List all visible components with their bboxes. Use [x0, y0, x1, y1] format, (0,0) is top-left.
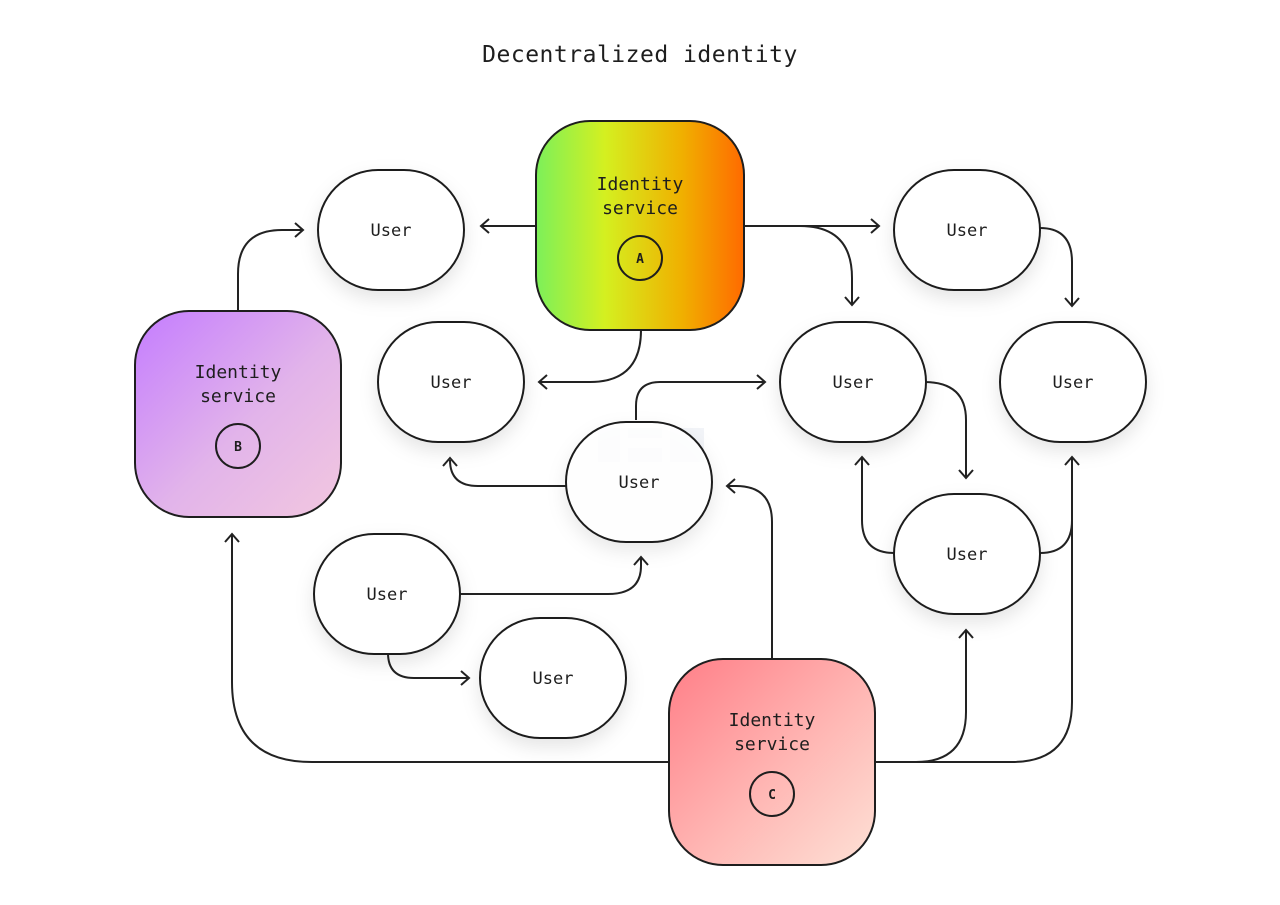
- service-c-badge-letter: C: [768, 788, 776, 803]
- arrowhead: [958, 469, 974, 480]
- edge-c-to-b: [231, 535, 670, 763]
- edge-b-to-user-1: [237, 229, 302, 311]
- edge-c-to-user-6: [874, 520, 1073, 763]
- edge-user-4-to-user-5: [635, 381, 764, 420]
- arrowhead: [854, 455, 870, 466]
- user-node-3[interactable]: User: [377, 321, 525, 443]
- user-label: User: [947, 545, 988, 565]
- user-label: User: [833, 373, 874, 393]
- arrowhead: [756, 374, 767, 390]
- edge-a-to-user-3: [540, 329, 642, 383]
- user-node-4[interactable]: User: [565, 421, 713, 543]
- service-b-line1: Identity: [195, 362, 282, 383]
- edge-user-8-to-user-9: [387, 652, 468, 679]
- user-label: User: [371, 221, 412, 241]
- user-node-6[interactable]: User: [999, 321, 1147, 443]
- arrowhead: [1064, 455, 1080, 466]
- user-node-7[interactable]: User: [893, 493, 1041, 615]
- user-label: User: [367, 585, 408, 605]
- arrowhead: [633, 555, 649, 566]
- edge-user-2-to-user-6: [1039, 227, 1073, 305]
- edge-a-to-user-5: [744, 225, 853, 304]
- arrowhead: [460, 670, 471, 686]
- edge-user-4-to-user-3: [449, 459, 567, 487]
- arrowhead: [725, 478, 736, 494]
- user-label: User: [1053, 373, 1094, 393]
- edges: [224, 218, 1080, 763]
- service-a-badge-letter: A: [636, 252, 644, 267]
- arrowhead: [844, 296, 860, 307]
- arrowhead: [224, 532, 240, 543]
- diagram-title: Decentralized identity: [482, 42, 798, 68]
- edge-c-to-user-4: [728, 485, 773, 660]
- identity-service-c[interactable]: Identity service C: [668, 658, 876, 866]
- arrowhead: [537, 374, 548, 390]
- arrowhead: [958, 628, 974, 639]
- user-label: User: [533, 669, 574, 689]
- identity-service-a[interactable]: Identity service A: [535, 120, 745, 331]
- user-node-5[interactable]: User: [779, 321, 927, 443]
- user-label: User: [947, 221, 988, 241]
- user-node-8[interactable]: User: [313, 533, 461, 655]
- user-node-9[interactable]: User: [479, 617, 627, 739]
- service-c-line2: service: [734, 734, 810, 755]
- service-a-badge: [617, 235, 663, 281]
- user-node-2[interactable]: User: [893, 169, 1041, 291]
- user-label: User: [431, 373, 472, 393]
- arrowhead: [294, 222, 305, 238]
- service-a-line1: Identity: [597, 174, 684, 195]
- edge-user-8-to-user-4: [460, 558, 642, 595]
- edge-user-7-to-user-5: [861, 458, 895, 554]
- service-a-line2: service: [602, 198, 678, 219]
- user-label: User: [619, 473, 660, 493]
- arrowhead: [870, 218, 881, 234]
- arrowhead: [479, 218, 490, 234]
- user-node-1[interactable]: User: [317, 169, 465, 291]
- edge-user-5-to-user-7: [923, 381, 967, 477]
- service-c-badge: [749, 771, 795, 817]
- identity-service-b[interactable]: Identity service B: [134, 310, 342, 518]
- service-b-badge: [215, 423, 261, 469]
- arrowhead: [442, 456, 458, 467]
- edge-user-7-to-user-6: [1039, 458, 1073, 554]
- edge-c-to-user-7: [874, 631, 967, 763]
- arrowhead: [1064, 297, 1080, 308]
- service-b-line2: service: [200, 386, 276, 407]
- service-b-badge-letter: B: [234, 440, 242, 455]
- service-c-line1: Identity: [729, 710, 816, 731]
